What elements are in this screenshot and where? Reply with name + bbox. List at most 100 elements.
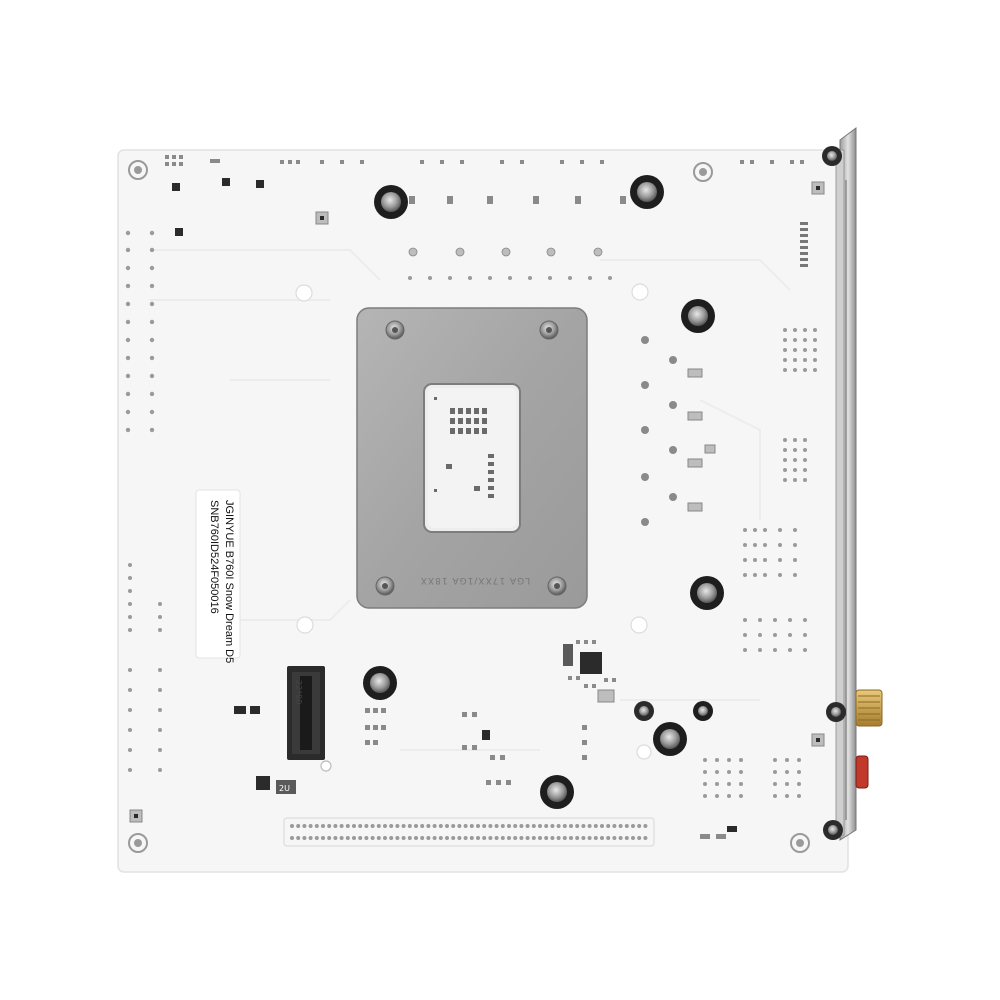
- header-pin: [544, 836, 549, 840]
- header-pin: [352, 836, 356, 840]
- header-pin: [488, 836, 493, 840]
- header-pin: [432, 836, 437, 840]
- header-pin: [531, 836, 536, 840]
- header-pin: [476, 836, 480, 840]
- header-pin: [600, 836, 604, 840]
- m2-marking: 22*80: [294, 680, 303, 704]
- header-pin: [389, 824, 394, 828]
- header-pin: [606, 824, 611, 828]
- header-pin: [327, 836, 332, 840]
- standoff: [826, 702, 846, 722]
- header-pin: [612, 836, 617, 840]
- red-connector: [855, 755, 869, 789]
- header-pin: [401, 836, 406, 840]
- header-pin: [494, 824, 499, 828]
- cpu-backplate: LGA 17XX/1GA 18XX: [356, 307, 588, 609]
- header-pin: [358, 824, 363, 828]
- header-pin: [631, 824, 635, 828]
- header-pin: [364, 836, 369, 840]
- header-pin: [525, 836, 530, 840]
- standoffs: [363, 146, 846, 840]
- header-pin: [500, 824, 505, 828]
- header-pin: [352, 824, 356, 828]
- mount-pad: [128, 160, 148, 180]
- header-pin: [302, 836, 307, 840]
- standoff: [374, 185, 408, 219]
- vrm-components: [408, 196, 626, 280]
- header-pin: [581, 824, 586, 828]
- header-pin: [426, 824, 431, 828]
- header-pin: [457, 836, 462, 840]
- header-pin: [383, 836, 387, 840]
- header-pin: [345, 824, 350, 828]
- sticker-model-text: JGINYUE B760I Snow Dream D5: [223, 500, 235, 663]
- header-pin: [327, 824, 332, 828]
- controller-chip: [563, 640, 616, 703]
- header-pin: [426, 836, 431, 840]
- header-pin: [513, 824, 518, 828]
- header-pin: [414, 824, 418, 828]
- io-shield: [835, 127, 857, 841]
- header-pin: [296, 824, 301, 828]
- header-pin: [314, 836, 319, 840]
- header-pin: [395, 836, 400, 840]
- bottom-pin-header-frame: [283, 817, 655, 847]
- bottom-components: [234, 706, 737, 839]
- header-pin: [587, 824, 592, 828]
- header-pin: [643, 836, 648, 840]
- standoff: [634, 701, 654, 721]
- header-pin: [513, 836, 518, 840]
- header-pin: [376, 836, 381, 840]
- backplate-screw: [539, 320, 559, 340]
- header-pin: [308, 824, 313, 828]
- header-pin: [538, 836, 542, 840]
- mount-pad: [128, 833, 148, 853]
- header-pin: [643, 824, 648, 828]
- header-pin: [358, 836, 363, 840]
- header-pin: [302, 824, 307, 828]
- header-pin: [420, 824, 425, 828]
- header-pin: [575, 824, 580, 828]
- header-pin: [482, 836, 487, 840]
- header-pin: [569, 824, 573, 828]
- header-pin: [556, 824, 561, 828]
- smd-components: [129, 155, 825, 823]
- right-vrm: [641, 336, 716, 526]
- header-pin: [290, 824, 294, 828]
- header-pin: [463, 836, 468, 840]
- header-pin: [562, 824, 567, 828]
- header-pin: [587, 836, 592, 840]
- header-pin: [612, 824, 617, 828]
- plated-holes: [295, 283, 652, 760]
- serial-sticker: JGINYUE B760I Snow Dream D5 SNB760ID524F…: [195, 489, 241, 663]
- header-pin: [593, 836, 598, 840]
- header-pin: [321, 836, 325, 840]
- header-pin: [463, 824, 468, 828]
- header-pin: [575, 836, 580, 840]
- header-pin: [538, 824, 542, 828]
- header-pin: [581, 836, 586, 840]
- header-pin: [451, 836, 456, 840]
- header-pin: [469, 824, 474, 828]
- header-pin: [364, 824, 369, 828]
- left-vias: [125, 230, 162, 772]
- header-pin: [308, 836, 313, 840]
- header-pin: [395, 824, 400, 828]
- header-pin: [333, 824, 338, 828]
- header-pin: [414, 836, 418, 840]
- header-pin: [457, 824, 462, 828]
- header-pin: [339, 836, 344, 840]
- antenna-connector: [855, 689, 883, 727]
- header-pin: [618, 824, 623, 828]
- header-pin: [606, 836, 611, 840]
- header-pin: [482, 824, 487, 828]
- header-pin: [451, 824, 456, 828]
- standoff: [363, 666, 397, 700]
- chip-marking: 2U: [279, 784, 290, 793]
- header-pin: [469, 836, 474, 840]
- header-pin: [525, 824, 530, 828]
- standoff: [653, 722, 687, 756]
- header-pin: [476, 824, 480, 828]
- header-pin: [290, 836, 294, 840]
